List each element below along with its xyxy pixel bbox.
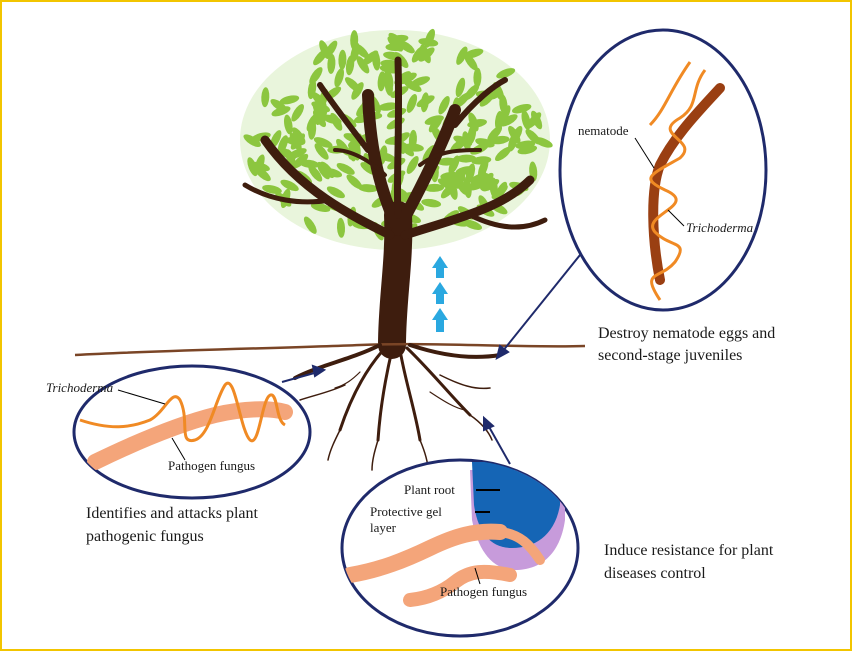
resistance-inset: Plant root Protective gel layer Pathogen… [342,460,578,636]
up-arrow-icon [432,308,448,332]
caption-nematode-line2: second-stage juveniles [598,347,742,364]
caption-pathogen-line1: Identifies and attacks plant [86,505,258,522]
trichoderma-label-left: Trichoderma [46,380,114,395]
protective-gel-label-line2: layer [370,520,397,535]
tree-roots [295,345,500,470]
nematode-inset: nematode Trichoderma [560,30,766,310]
pathogen-label-bottom: Pathogen fungus [440,584,527,599]
nematode-label: nematode [578,123,629,138]
caption-nematode-line1: Destroy nematode eggs and [598,325,775,342]
caption-pathogen-line2: pathogenic fungus [86,528,204,545]
nutrient-uptake-arrows [432,256,448,332]
up-arrow-icon [432,282,448,304]
caption-resistance-line2: diseases control [604,565,706,582]
soil-line [75,344,585,355]
plant-root-label: Plant root [404,482,455,497]
trichoderma-label-top: Trichoderma [686,220,754,235]
caption-resistance-line1: Induce resistance for plant [604,542,774,559]
connector-arrows [282,255,580,464]
pathogen-label-left: Pathogen fungus [168,458,255,473]
protective-gel-label-line1: Protective gel [370,504,442,519]
up-arrow-icon [432,256,448,278]
pathogen-attack-inset: Trichoderma Pathogen fungus [46,366,310,498]
